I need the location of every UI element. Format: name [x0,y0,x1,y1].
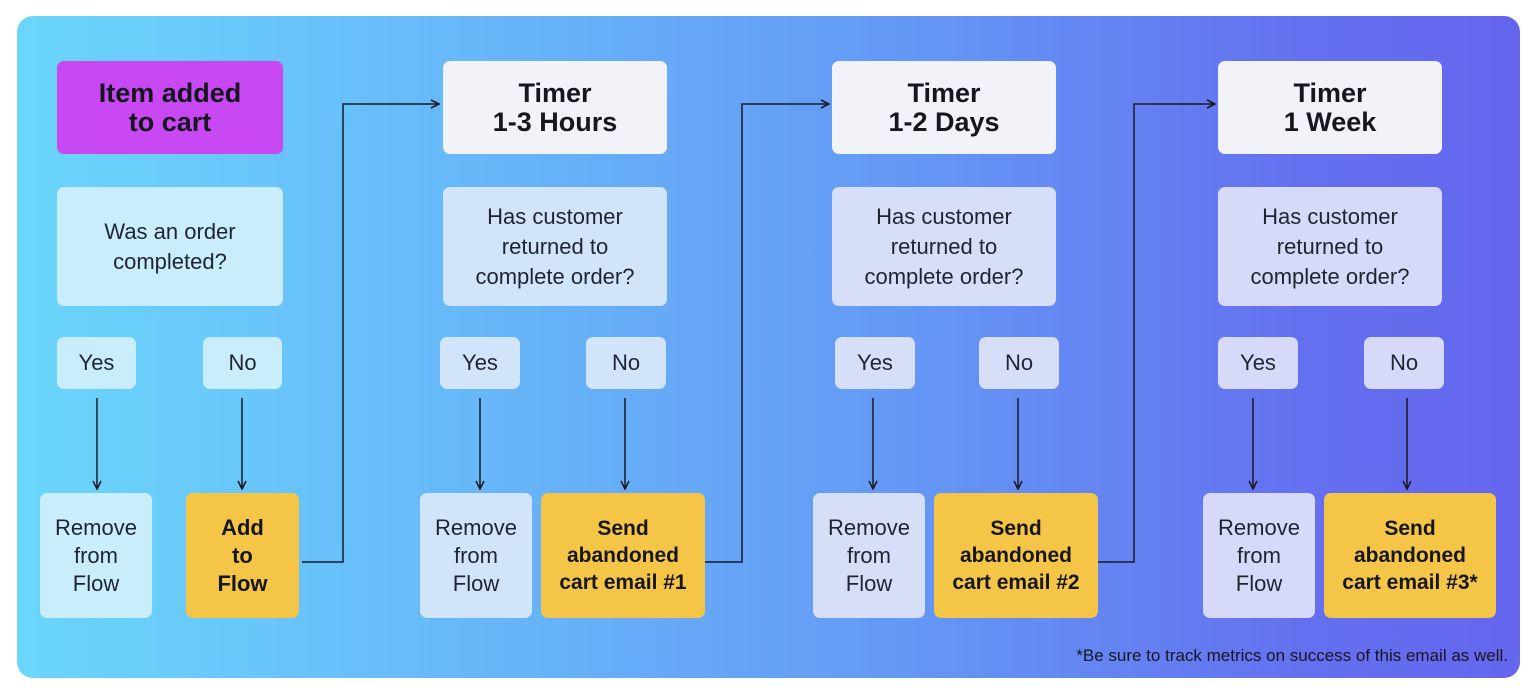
remove-from-flow-2: Remove from Flow [420,493,532,618]
question-order-completed: Was an order completed? [57,187,283,306]
send-email-1: Send abandoned cart email #1 [541,493,705,618]
answer-yes-4: Yes [1218,337,1298,389]
send-email-3: Send abandoned cart email #3* [1324,493,1496,618]
add-to-flow-node: Add to Flow [186,493,299,618]
remove-from-flow-4: Remove from Flow [1203,493,1315,618]
question-stage-2: Has customer returned to complete order? [832,187,1056,306]
timer-stage-3: Timer 1 Week [1218,61,1442,154]
answer-no-3: No [979,337,1059,389]
answer-no-2: No [586,337,666,389]
arrow-add-flow-to-timer-1 [302,104,439,563]
send-email-2: Send abandoned cart email #2 [934,493,1098,618]
footnote: *Be sure to track metrics on success of … [1076,646,1508,665]
flowchart-canvas: Item added to cart Was an order complete… [17,16,1520,678]
answer-yes-2: Yes [440,337,520,389]
remove-from-flow-3: Remove from Flow [813,493,925,618]
question-stage-1: Has customer returned to complete order? [443,187,667,306]
arrow-email-2-to-timer-3 [1098,104,1215,563]
question-stage-3: Has customer returned to complete order? [1218,187,1442,306]
answer-yes-1: Yes [57,337,136,389]
answer-yes-3: Yes [835,337,915,389]
timer-stage-1: Timer 1-3 Hours [443,61,667,154]
arrow-email-1-to-timer-2 [705,104,829,563]
remove-from-flow-1: Remove from Flow [40,493,152,618]
timer-stage-2: Timer 1-2 Days [832,61,1056,154]
answer-no-4: No [1364,337,1444,389]
answer-no-1: No [203,337,282,389]
start-node-item-added: Item added to cart [57,61,283,154]
